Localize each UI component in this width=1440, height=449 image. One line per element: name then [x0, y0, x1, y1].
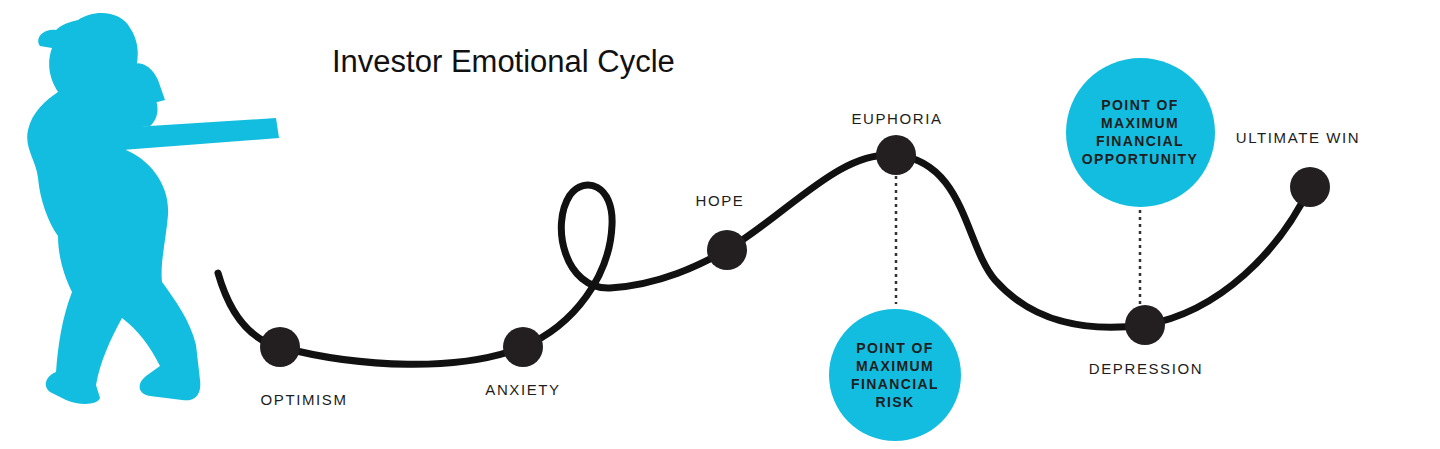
stage-label: ANXIETY — [485, 381, 560, 398]
circle-shape — [829, 309, 961, 441]
stage-label: HOPE — [696, 192, 745, 209]
batsman-silhouette — [27, 13, 279, 404]
leader-line — [1139, 203, 1142, 306]
callout-circle: POINT OF MAXIMUM FINANCIAL OPPORTUNITY — [1066, 58, 1215, 207]
circle-shape — [1066, 58, 1215, 207]
stage-label: OPTIMISM — [261, 391, 348, 408]
callout-circle: POINT OF MAXIMUM FINANCIAL RISK — [829, 309, 961, 441]
diagram-title: Investor Emotional Cycle — [332, 44, 675, 80]
stage-label: EUPHORIA — [851, 110, 942, 127]
callout-text: POINT OF MAXIMUM FINANCIAL OPPORTUNITY — [1078, 96, 1202, 168]
leader-line — [895, 176, 898, 304]
stage-label: ULTIMATE WIN — [1236, 129, 1360, 146]
stage-label: DEPRESSION — [1089, 360, 1203, 377]
callout-text: POINT OF MAXIMUM FINANCIAL RISK — [833, 339, 957, 411]
